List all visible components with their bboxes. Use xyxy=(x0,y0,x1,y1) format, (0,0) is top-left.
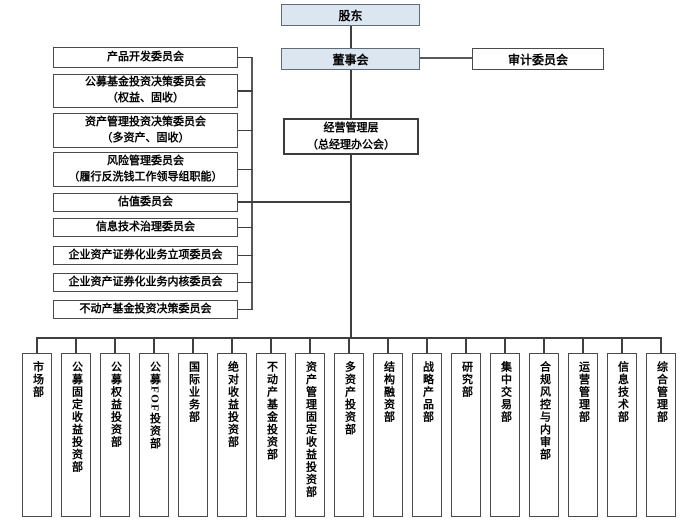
committee-label: 企业资产证券化业务内核委员会 xyxy=(68,275,223,288)
committee-stub-line xyxy=(237,226,253,228)
department-label: 综合管理部 xyxy=(655,361,668,424)
committee-bracket-line xyxy=(251,57,253,310)
department-drop-line xyxy=(582,338,584,353)
node-management: 经营管理层 （总经理办公会） xyxy=(283,118,419,155)
department-label: 国际业务部 xyxy=(187,361,200,424)
committee-label: 企业资产证券化业务立项委员会 xyxy=(68,248,223,261)
node-audit-committee: 审计委员会 xyxy=(472,48,604,70)
connector-management-bus xyxy=(350,155,352,338)
department-node: 公募FOF投资部 xyxy=(139,353,169,517)
department-drop-line xyxy=(660,338,662,353)
committee-node: 风险管理委员会 （履行反洗钱工作领导组职能） xyxy=(53,152,238,187)
committee-sublabel: （权益、固收） xyxy=(107,92,184,104)
department-label: 市场部 xyxy=(31,361,44,399)
department-node: 公募权益投资部 xyxy=(100,353,130,517)
committee-node: 信息技术治理委员会 xyxy=(53,218,238,237)
node-shareholders: 股东 xyxy=(281,4,420,26)
department-drop-line xyxy=(465,338,467,353)
department-node: 多资产投资部 xyxy=(334,353,364,517)
department-label: 公募FOF投资部 xyxy=(148,361,161,450)
node-board-label: 董事会 xyxy=(332,52,369,67)
committee-stub-line xyxy=(237,90,253,92)
department-node: 不动产基金投资部 xyxy=(256,353,286,517)
committee-node: 公募基金投资决策委员会 （权益、固收） xyxy=(53,74,238,108)
department-drop-line xyxy=(621,338,623,353)
committee-label: 资产管理投资决策委员会 xyxy=(85,115,206,128)
connector-shareholder-board xyxy=(350,26,352,48)
department-drop-line xyxy=(348,338,350,353)
department-node: 市场部 xyxy=(22,353,52,517)
committee-node: 企业资产证券化业务内核委员会 xyxy=(53,273,238,292)
department-node: 综合管理部 xyxy=(646,353,676,517)
node-shareholders-label: 股东 xyxy=(338,8,363,23)
department-label: 多资产投资部 xyxy=(343,361,356,436)
committee-sublabel: （履行反洗钱工作领导组职能） xyxy=(68,170,223,183)
department-drop-line xyxy=(36,338,38,353)
department-drop-line xyxy=(387,338,389,353)
department-node: 公募固定收益投资部 xyxy=(61,353,91,517)
committee-stub-line xyxy=(237,281,253,283)
connector-board-audit xyxy=(420,57,472,59)
node-management-label-line1: 经营管理层 xyxy=(323,122,379,134)
committee-label: 不动产基金投资决策委员会 xyxy=(79,302,212,315)
department-node: 资产管理固定收益投资部 xyxy=(295,353,325,517)
committee-label: 公募基金投资决策委员会 xyxy=(85,76,206,89)
department-node: 集中交易部 xyxy=(490,353,520,517)
department-drop-line xyxy=(426,338,428,353)
department-node: 合规风控与内审部 xyxy=(529,353,559,517)
node-management-label-line2: （总经理办公会） xyxy=(307,138,395,151)
committee-stub-line xyxy=(237,129,253,131)
committee-stub-line xyxy=(237,56,253,58)
committee-node: 资产管理投资决策委员会 （多资产、固收） xyxy=(53,113,238,148)
committee-label: 风险管理委员会 xyxy=(107,154,184,167)
committee-stub-line xyxy=(237,308,253,310)
department-label: 运营管理部 xyxy=(577,361,590,424)
committee-stub-line xyxy=(237,168,253,170)
department-label: 资产管理固定收益投资部 xyxy=(304,361,317,499)
department-drop-line xyxy=(231,338,233,353)
department-drop-line xyxy=(192,338,194,353)
committee-node: 不动产基金投资决策委员会 xyxy=(53,300,238,319)
department-node: 绝对收益投资部 xyxy=(217,353,247,517)
committee-node: 估值委员会 xyxy=(53,193,238,212)
department-node: 结构融资部 xyxy=(373,353,403,517)
department-drop-line xyxy=(114,338,116,353)
committee-trunk-connector-line xyxy=(237,201,351,203)
department-drop-line xyxy=(153,338,155,353)
committee-node: 企业资产证券化业务立项委员会 xyxy=(53,246,238,265)
department-label: 结构融资部 xyxy=(382,361,395,424)
department-drop-line xyxy=(270,338,272,353)
department-node: 国际业务部 xyxy=(178,353,208,517)
department-label: 不动产基金投资部 xyxy=(265,361,278,461)
committee-node: 产品开发委员会 xyxy=(53,47,238,68)
node-board-of-directors: 董事会 xyxy=(281,48,420,70)
department-drop-line xyxy=(75,338,77,353)
committee-label: 产品开发委员会 xyxy=(107,50,184,63)
department-node: 信息技术部 xyxy=(607,353,637,517)
department-bus-line xyxy=(36,337,662,339)
department-label: 绝对收益投资部 xyxy=(226,361,239,449)
department-label: 集中交易部 xyxy=(499,361,512,424)
connector-board-management xyxy=(350,70,352,118)
department-label: 合规风控与内审部 xyxy=(538,361,551,461)
committee-label: 信息技术治理委员会 xyxy=(96,220,195,233)
committee-sublabel: （多资产、固收） xyxy=(101,131,190,144)
node-audit-label: 审计委员会 xyxy=(507,52,568,67)
committee-label: 估值委员会 xyxy=(118,195,173,208)
department-node: 战略产品部 xyxy=(412,353,442,517)
department-drop-line xyxy=(543,338,545,353)
department-node: 研究部 xyxy=(451,353,481,517)
department-label: 研究部 xyxy=(460,361,473,399)
department-label: 公募固定收益投资部 xyxy=(70,361,83,474)
department-label: 公募权益投资部 xyxy=(109,361,122,449)
department-label: 战略产品部 xyxy=(421,361,434,424)
department-node: 运营管理部 xyxy=(568,353,598,517)
department-label: 信息技术部 xyxy=(616,361,629,424)
department-drop-line xyxy=(309,338,311,353)
committee-stub-line xyxy=(237,254,253,256)
department-drop-line xyxy=(504,338,506,353)
